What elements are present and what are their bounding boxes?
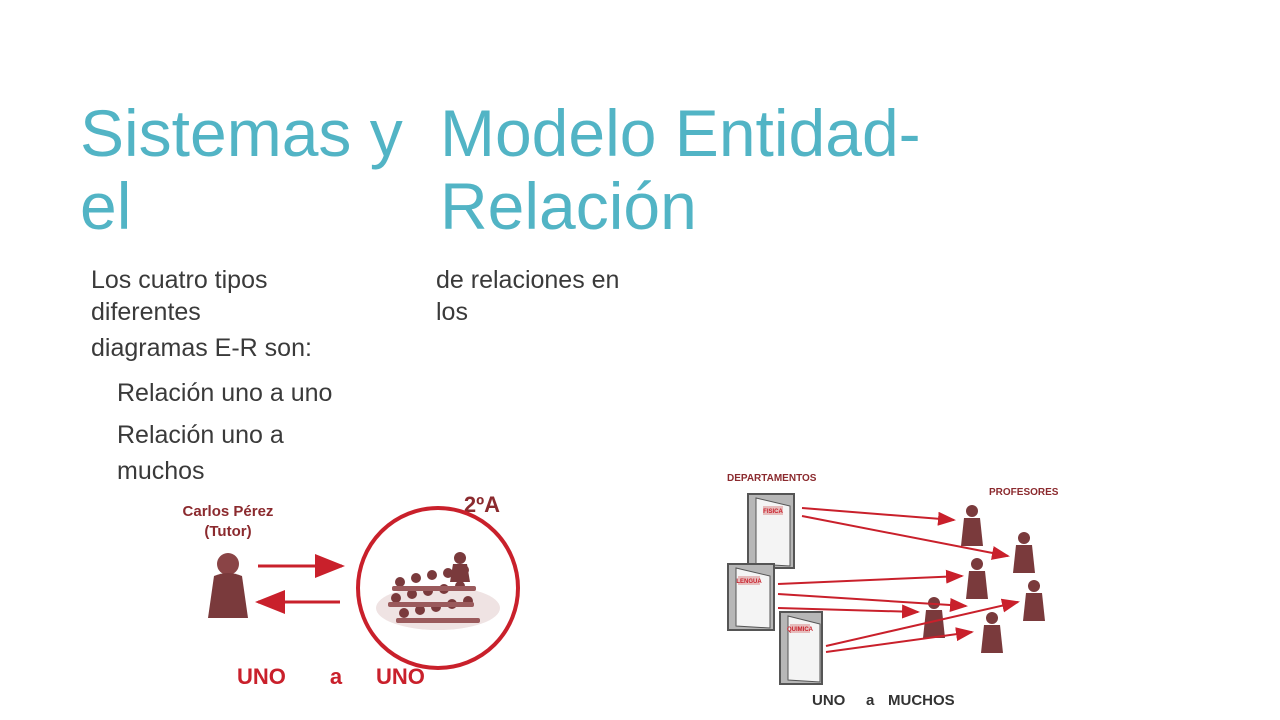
arrow-lengua-2: [777, 593, 968, 612]
professor-icon: [1023, 580, 1045, 621]
arrow-lengua-1: [777, 569, 964, 585]
arrow-quimica-1: [825, 598, 1020, 647]
arrow-fisica-1: [801, 507, 956, 526]
intro-col2-line2: los: [436, 298, 468, 326]
arrow-lengua-3: [777, 604, 920, 619]
professor-icon: [1013, 532, 1035, 573]
door-quimica-icon: QUIMICA: [779, 611, 823, 685]
professors-label: PROFESORES: [989, 487, 1059, 498]
diagram-one-to-one: Carlos Pérez (Tutor) 2ºA UNO a UNO: [183, 492, 520, 689]
departments-label: DEPARTAMENTOS: [727, 473, 817, 484]
intro-col1-line2: diferentes: [91, 298, 201, 326]
title-col2-line2: Relación: [440, 169, 697, 243]
tutor-role-label: (Tutor): [204, 523, 251, 540]
bullet-one-to-one: Relación uno a uno: [117, 379, 333, 407]
title-col1-line2: el: [80, 169, 132, 243]
arrow-quimica-2: [825, 627, 974, 653]
caption-uno-left: UNO: [237, 664, 286, 689]
bullet-one-to-many-line1: Relación uno a: [117, 421, 284, 449]
professor-icon: [966, 558, 988, 599]
door-lengua-label: LENGUA: [736, 579, 762, 585]
intro-col1-line1: Los cuatro tipos: [91, 266, 268, 294]
classroom-icon: [376, 552, 500, 630]
intro-col2-line1: de relaciones en: [436, 266, 620, 294]
intro-col1-line3: diagramas E-R son:: [91, 334, 312, 362]
professor-icon: [961, 505, 983, 546]
caption-a: a: [330, 664, 343, 689]
tutor-name-label: Carlos Pérez: [183, 503, 274, 520]
caption-uno: UNO: [812, 692, 846, 709]
bullet-one-to-many-line2: muchos: [117, 457, 205, 485]
door-quimica-label: QUIMICA: [787, 627, 814, 633]
caption-a: a: [866, 692, 875, 709]
door-fisica-icon: FISICA: [747, 493, 795, 569]
door-lengua-icon: LENGUA: [727, 563, 775, 631]
arrow-fisica-2: [801, 515, 1010, 560]
door-fisica-label: FISICA: [763, 509, 783, 515]
professor-icon: [981, 612, 1003, 653]
tutor-person-icon: [208, 553, 248, 618]
title-col1-line1: Sistemas y: [80, 96, 403, 170]
diagram-one-to-many: DEPARTAMENTOS PROFESORES FISICA LENGUA Q…: [727, 473, 1059, 709]
title-col2-line1: Modelo Entidad-: [440, 96, 921, 170]
caption-muchos: MUCHOS: [888, 692, 955, 709]
caption-uno-right: UNO: [376, 664, 425, 689]
group-circle: [356, 506, 520, 670]
